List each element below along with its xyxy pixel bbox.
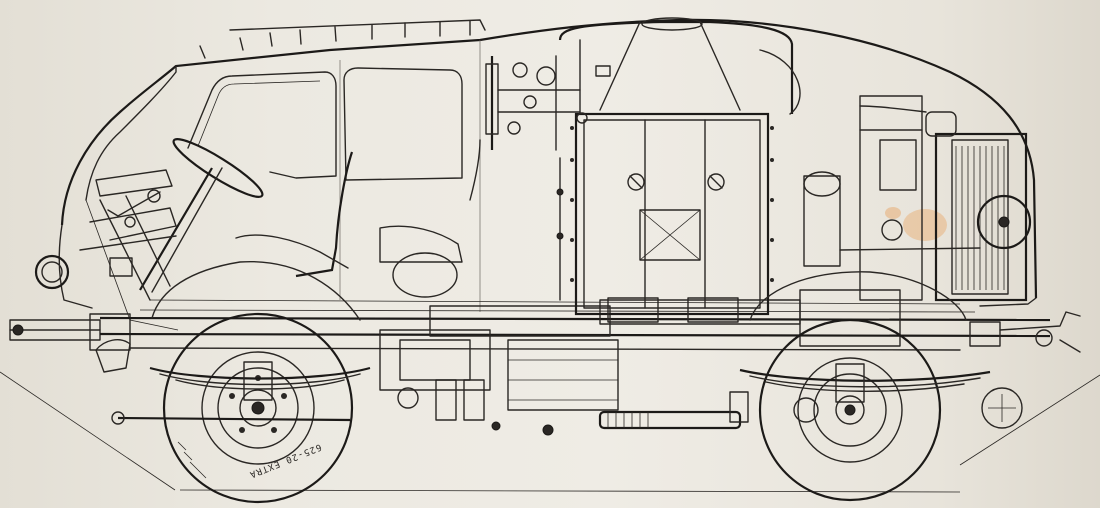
body-outline bbox=[58, 18, 1038, 309]
chassis-frame bbox=[99, 299, 1051, 351]
leaf-springs bbox=[149, 361, 991, 403]
paper-stain bbox=[903, 209, 947, 241]
tire-tread bbox=[177, 441, 207, 479]
front-wheel: 625-20 EXTRA bbox=[162, 312, 354, 504]
front-bumper bbox=[9, 313, 131, 351]
fuel-tank bbox=[799, 95, 981, 347]
tire-marking: 625-20 EXTRA bbox=[247, 441, 322, 479]
radiator bbox=[859, 105, 1032, 302]
rear-wheel bbox=[758, 318, 1023, 502]
exhaust-pipe bbox=[598, 391, 749, 430]
rivets bbox=[570, 126, 774, 282]
paper-stain bbox=[885, 207, 901, 219]
ground-lines bbox=[0, 371, 1100, 493]
front-axle-arm bbox=[95, 339, 351, 425]
rear-tow-hook bbox=[969, 311, 1081, 353]
wheel-arches bbox=[151, 260, 967, 321]
gas-generator bbox=[574, 112, 770, 323]
cab-windows bbox=[187, 40, 481, 312]
boiler-pipes bbox=[485, 55, 611, 301]
boiler-stack bbox=[558, 17, 801, 115]
driver-seat bbox=[235, 139, 481, 298]
headlamp bbox=[34, 254, 70, 290]
engine-block bbox=[379, 329, 619, 436]
steering-wheel bbox=[107, 138, 264, 293]
